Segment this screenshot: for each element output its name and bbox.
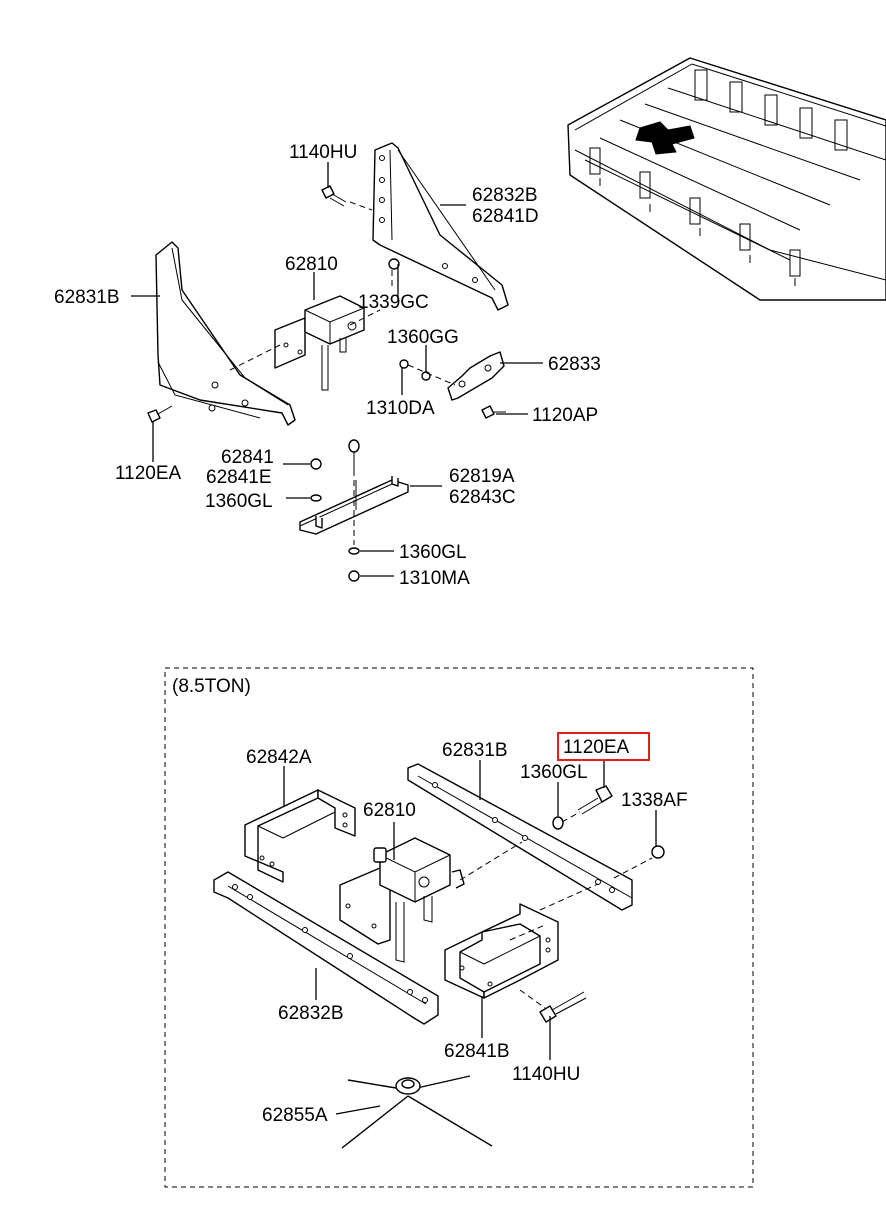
label-1140hu-bottom: 1140HU (512, 1064, 580, 1085)
label-62841b: 62841B (444, 1041, 510, 1062)
label-62832b-bottom: 62832B (278, 1003, 344, 1024)
label-1310da: 1310DA (366, 398, 435, 419)
nut-1338af (651, 845, 665, 859)
nut-62841e (310, 458, 322, 470)
channel-62819a (299, 476, 409, 535)
bolt-1120ea-bottom (577, 785, 613, 815)
washer-1360gl-a (310, 494, 322, 502)
label-62841d: 62841D (472, 206, 539, 227)
bar-62831b-bottom (407, 763, 633, 911)
label-62841e: 62841E (206, 467, 272, 488)
spider-62855a (341, 1075, 493, 1149)
label-1360gl-top-a: 1360GL (205, 491, 273, 512)
bolt-1140hu-top (321, 185, 347, 207)
eyebolt-top (348, 439, 360, 470)
label-62843c: 62843C (449, 487, 516, 508)
label-1360gg: 1360GG (387, 327, 459, 348)
washer-1360gl-b (348, 547, 360, 555)
label-62810-top: 62810 (285, 254, 338, 275)
label-62842a: 62842A (246, 747, 312, 768)
label-62819a: 62819A (449, 466, 515, 487)
washer-1360gl-bottom (552, 816, 564, 830)
bracket-62832b (372, 142, 509, 311)
washer-1360gg (421, 371, 431, 381)
truck-bed-illustration (567, 57, 886, 301)
label-1120ap: 1120AP (532, 405, 598, 426)
label-1338af: 1338AF (621, 790, 688, 811)
label-62841: 62841 (221, 447, 274, 468)
assembly-lines-bottom (459, 811, 653, 1009)
bolt-1120ap (481, 405, 506, 419)
hitch-62810-bottom (339, 837, 465, 963)
bolt-1120ea-top (147, 405, 173, 423)
plate-62833 (447, 351, 505, 401)
bracket-62842a (244, 789, 356, 883)
label-62855a: 62855A (262, 1105, 328, 1126)
label-1120ea-top: 1120EA (115, 463, 182, 484)
hitch-62810-top (274, 295, 365, 391)
section-title: (8.5TON) (172, 676, 251, 697)
section-8-5ton-frame (164, 667, 754, 1188)
assembly-lines-top (229, 201, 456, 545)
label-1310ma: 1310MA (399, 568, 470, 589)
label-62810-bottom: 62810 (363, 800, 416, 821)
label-62831b-bottom: 62831B (442, 740, 508, 761)
bolt-1140hu-bottom (539, 991, 587, 1023)
leader-lines-top (131, 162, 543, 577)
nut-1339gc (388, 258, 400, 270)
nut-1310ma (348, 570, 360, 582)
label-62831b-top: 62831B (54, 287, 120, 308)
bar-62832b-bottom (213, 871, 439, 1025)
label-62832b-top: 62832B (472, 185, 538, 206)
bracket-62831b-top (155, 241, 296, 426)
label-1120ea-bottom[interactable]: 1120EA (563, 737, 630, 758)
label-62833: 62833 (548, 354, 601, 375)
label-1360gl-bottom: 1360GL (520, 762, 588, 783)
bracket-62841b (444, 903, 559, 999)
label-1140hu-top: 1140HU (289, 142, 357, 163)
label-1339gc: 1339GC (358, 292, 429, 313)
leader-lines-bottom (283, 760, 657, 1115)
nut-1310da (399, 359, 409, 369)
label-1360gl-top-b: 1360GL (399, 542, 467, 563)
highlight-box-1120ea (557, 732, 650, 761)
